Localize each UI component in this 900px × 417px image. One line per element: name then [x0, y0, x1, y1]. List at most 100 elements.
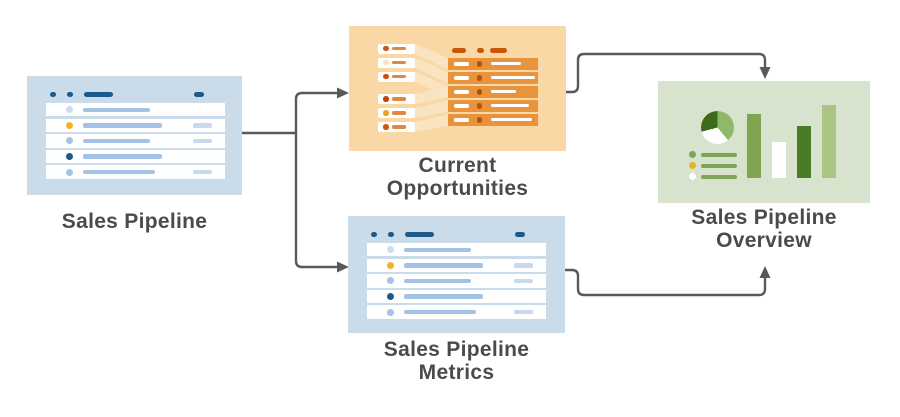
- edge-pipeline-split: [242, 91, 337, 269]
- row-text-bar: [83, 169, 155, 175]
- pill-dot: [383, 59, 389, 66]
- opportunity-row: [448, 86, 538, 98]
- arrowhead-to-overview-bottom: [759, 266, 771, 278]
- row-value-bar: [193, 169, 212, 175]
- legend-line: [701, 163, 737, 168]
- row-status-dot: [387, 292, 394, 300]
- table-header-bar: [84, 92, 113, 97]
- row-text-bar: [83, 154, 162, 159]
- row-white-dash: [454, 118, 469, 122]
- pill-dash: [391, 97, 406, 101]
- match-beam: [415, 57, 448, 84]
- row-white-line: [491, 118, 532, 122]
- legend-line: [701, 152, 737, 157]
- row-white-dash: [454, 62, 469, 66]
- row-value-bar: [193, 138, 212, 144]
- node-sales-pipeline-card: [27, 76, 242, 195]
- row-status-dot: [387, 308, 394, 316]
- arrowhead-to-overview-top: [759, 67, 771, 79]
- table-header-bar: [388, 232, 394, 237]
- row-value-bar: [514, 263, 533, 268]
- node-label-sales-pipeline: Sales Pipeline: [61, 210, 208, 233]
- table-header-bar: [371, 232, 377, 237]
- pill-dash: [391, 111, 406, 115]
- arrowhead-to-opportunities: [337, 87, 349, 99]
- legend-dot: [689, 173, 696, 180]
- pill-dash: [391, 60, 406, 65]
- row-white-line: [491, 90, 516, 94]
- edge-metrics-to-overview: [565, 268, 767, 297]
- row-value-bar: [514, 309, 533, 315]
- row-status-dot: [66, 106, 73, 114]
- node-current-opportunities-card: [349, 26, 566, 151]
- row-white-dash: [454, 76, 469, 80]
- bar-chart-bar: [822, 105, 836, 178]
- row-text-bar: [404, 263, 483, 268]
- legend-dot: [689, 151, 696, 158]
- row-value-bar: [193, 123, 212, 128]
- pill-dash: [391, 125, 406, 129]
- table-header-bar: [50, 92, 56, 97]
- table-header-bar: [515, 232, 525, 237]
- node-sales-pipeline-metrics-card: [348, 216, 565, 333]
- pie-chart: [700, 110, 734, 144]
- pill-dot: [383, 45, 389, 52]
- match-beam: [415, 43, 448, 70]
- pill-dot: [383, 110, 389, 116]
- source-pill: [378, 57, 415, 68]
- row-value-bar: [514, 278, 533, 284]
- node-label-sales-pipeline-overview: Sales Pipeline Overview: [691, 206, 837, 252]
- table-header-bar: [67, 92, 73, 97]
- pill-dash: [391, 74, 406, 79]
- table-row: [46, 103, 225, 117]
- table-row: [46, 165, 225, 179]
- legend-line: [701, 174, 737, 179]
- source-pill: [378, 43, 415, 54]
- pill-dot: [383, 96, 389, 102]
- row-text-bar: [404, 309, 476, 315]
- table-row: [367, 274, 546, 288]
- source-pill: [378, 122, 415, 133]
- row-white-line: [491, 62, 521, 66]
- row-text-bar: [83, 107, 150, 112]
- match-beam: [415, 114, 448, 133]
- pill-dot: [383, 124, 389, 130]
- bar-chart-bar: [772, 142, 786, 178]
- row-status-dot: [66, 121, 73, 129]
- row-status-dot: [387, 261, 394, 269]
- row-dot: [476, 75, 482, 81]
- row-white-line: [491, 104, 529, 108]
- row-white-dash: [454, 104, 469, 108]
- row-text-bar: [404, 247, 471, 252]
- row-text-bar: [83, 123, 162, 128]
- bar-chart-bar: [747, 114, 761, 178]
- row-dot: [476, 89, 482, 95]
- opportunity-row: [448, 114, 538, 126]
- source-pill: [378, 108, 415, 119]
- row-status-dot: [66, 137, 73, 145]
- table-header-bar: [194, 92, 204, 97]
- opportunity-header-dash: [452, 48, 466, 53]
- pill-dot: [383, 73, 389, 80]
- row-status-dot: [66, 168, 73, 176]
- row-dot: [476, 61, 482, 67]
- bar-chart-bar: [797, 126, 811, 178]
- table-row: [367, 305, 546, 319]
- row-text-bar: [83, 138, 150, 144]
- table-row: [367, 289, 546, 304]
- match-beam: [415, 100, 448, 119]
- row-status-dot: [66, 152, 73, 160]
- opportunity-row: [448, 100, 538, 112]
- table-row: [46, 118, 225, 132]
- table-row: [46, 134, 225, 148]
- table-row: [46, 149, 225, 164]
- row-status-dot: [387, 277, 394, 285]
- node-label-current-opportunities: Current Opportunities: [386, 154, 529, 200]
- row-white-line: [491, 76, 535, 80]
- node-sales-pipeline-overview-card: [658, 81, 870, 203]
- row-dot: [476, 117, 482, 123]
- opportunity-row: [448, 72, 538, 84]
- opportunity-header-dash: [477, 48, 484, 53]
- row-status-dot: [387, 246, 394, 254]
